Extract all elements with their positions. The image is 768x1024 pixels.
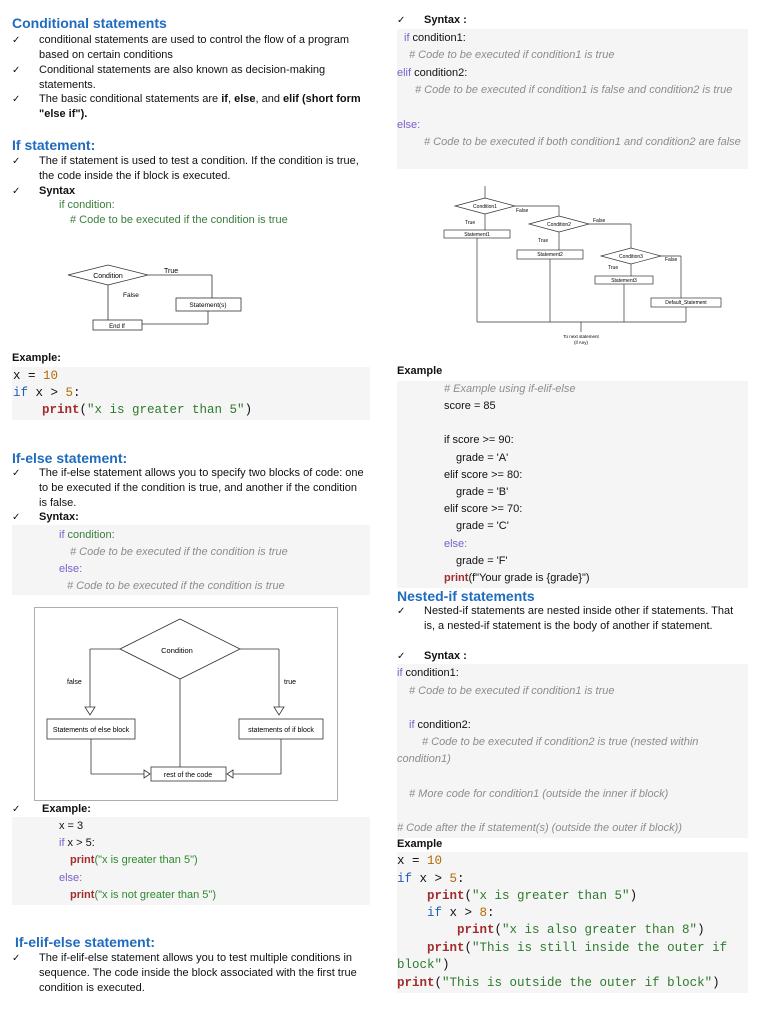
list-item: ✓ The if-elif-else statement allows you … — [12, 952, 357, 994]
flow-s2: Statement2 — [537, 252, 563, 258]
check-icon: ✓ — [397, 15, 406, 26]
nested-if-heading: Nested-if statements — [397, 588, 535, 604]
flow-false-3: False — [665, 257, 677, 263]
statement-box — [175, 297, 242, 312]
if-else-statement-heading: If-else statement: — [12, 450, 128, 466]
flow-end-label: End If — [109, 324, 125, 330]
flow-condition-label: Condition — [93, 273, 123, 280]
list-item: ✓ conditional statements are used to con… — [12, 34, 350, 61]
flow-c2: Condition2 — [547, 222, 571, 228]
code-block: if condition1: # Code to be executed if … — [397, 29, 748, 169]
example-label: Example — [397, 838, 443, 850]
flow-false-1: False — [516, 208, 528, 214]
list-item: ✓ Example: — [12, 803, 91, 815]
rest-of-code-box — [150, 766, 227, 782]
code-block: x = 3 if x > 5: print("x is greater than… — [12, 817, 370, 905]
flow-condition-label: Condition — [161, 646, 193, 655]
code-block: # Example using if-elif-else score = 85 … — [397, 381, 748, 588]
if-flowchart: Condition True Statement(s) False End If — [67, 264, 242, 331]
check-icon: ✓ — [12, 35, 21, 46]
flow-true-label: true — [284, 679, 296, 686]
flow-s1: Statement1 — [464, 232, 490, 238]
code-block: x = 10 if x > 5: print("x is greater tha… — [12, 367, 370, 420]
check-icon: ✓ — [397, 606, 406, 617]
list-item: ✓ Syntax — [12, 185, 76, 197]
code-block: x = 10 if x > 5: print("x is greater tha… — [397, 852, 748, 993]
end-if-box — [92, 319, 143, 331]
if-elif-else-heading: If-elif-else statement: — [15, 934, 156, 950]
check-icon: ✓ — [12, 65, 21, 76]
code-line: if condition: — [59, 199, 115, 211]
flow-default: Default_Statement — [665, 300, 707, 306]
flow-next: To next statement — [563, 334, 599, 339]
check-icon: ✓ — [12, 186, 21, 197]
code-line: # Code to be executed if the condition i… — [70, 214, 288, 226]
flow-false-2: False — [593, 218, 605, 224]
flow-true-1: True — [465, 220, 475, 226]
flow-rest-label: rest of the code — [164, 772, 212, 779]
list-item: ✓ Nested-if statements are nested inside… — [397, 605, 734, 632]
conditional-statements-heading: Conditional statements — [12, 15, 167, 31]
flow-true-3: True — [608, 265, 618, 271]
flow-true-label: True — [164, 268, 178, 275]
list-item: ✓ The basic conditional statements are i… — [12, 93, 361, 120]
check-icon: ✓ — [397, 651, 406, 662]
code-block: if condition1: # Code to be executed if … — [397, 664, 748, 838]
example-label: Example — [397, 365, 443, 377]
flow-s3: Statement3 — [611, 278, 637, 284]
check-icon: ✓ — [12, 94, 21, 105]
flow-c1: Condition1 — [473, 204, 497, 210]
list-item: ✓ Syntax : — [397, 650, 467, 662]
if-else-flowchart: Condition false true Statements of else … — [34, 607, 338, 801]
check-icon: ✓ — [12, 512, 21, 523]
flow-next2: (if Any) — [574, 340, 589, 345]
flow-false-label: false — [67, 679, 82, 686]
list-item: ✓ The if statement is used to test a con… — [12, 155, 359, 182]
check-icon: ✓ — [12, 804, 21, 815]
flow-false-label: False — [123, 292, 139, 299]
list-item: ✓ The if-else statement allows you to sp… — [12, 467, 364, 509]
list-item: ✓ Syntax: — [12, 511, 79, 523]
list-item: ✓ Conditional statements are also known … — [12, 64, 326, 91]
flow-statement-label: Statement(s) — [189, 302, 226, 309]
flow-true-2: True — [538, 238, 548, 244]
if-elif-flowchart: Condition1 False True Statement1 Conditi… — [443, 186, 722, 345]
code-block: if condition: # Code to be executed if t… — [12, 525, 370, 595]
list-item: ✓ Syntax : — [397, 14, 467, 26]
flow-else-label: Statements of else block — [53, 727, 130, 734]
check-icon: ✓ — [12, 953, 21, 964]
flow-if-label: statements of if block — [248, 727, 314, 734]
example-label: Example: — [12, 352, 61, 364]
check-icon: ✓ — [12, 468, 21, 479]
flow-c3: Condition3 — [619, 254, 643, 260]
if-statement-heading: If statement: — [12, 137, 96, 153]
check-icon: ✓ — [12, 156, 21, 167]
